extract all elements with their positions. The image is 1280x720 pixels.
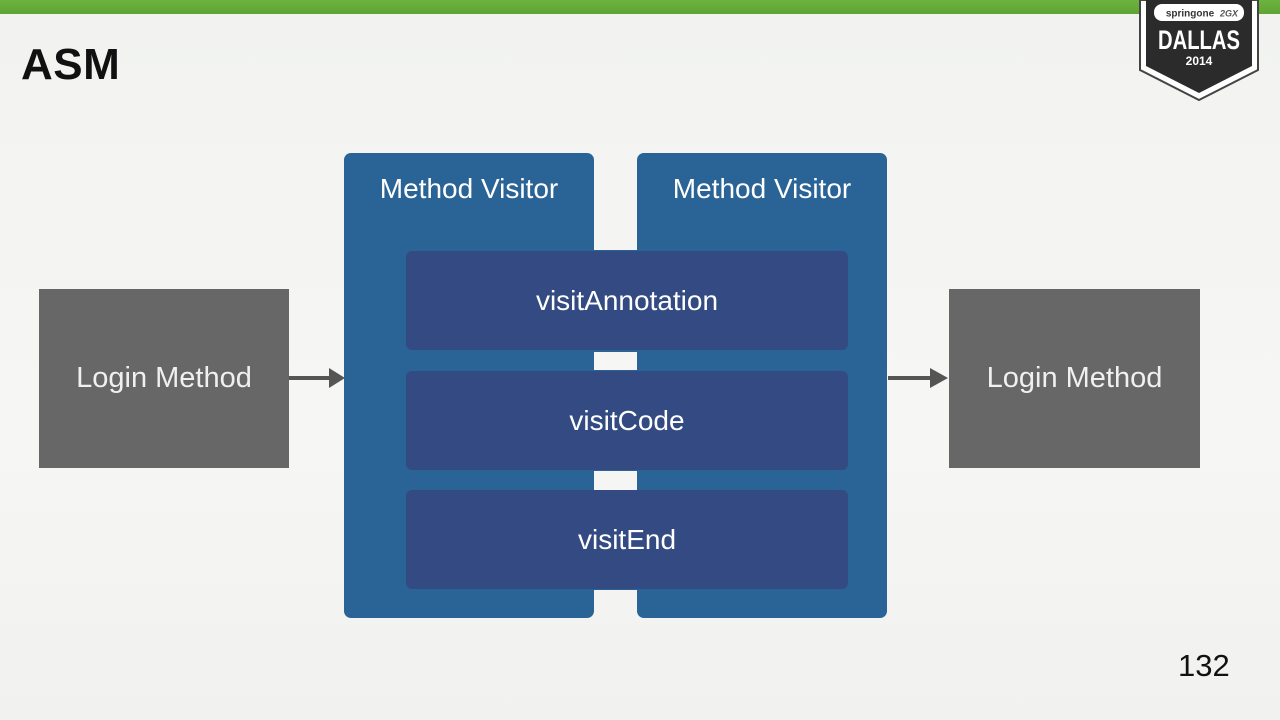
method-visitor-label-2: Method Visitor	[672, 173, 852, 204]
badge-city: DALLAS	[1158, 25, 1240, 55]
badge-brand: springone	[1166, 9, 1215, 20]
arrow-right-icon	[888, 368, 948, 388]
input-login-method-box: Login Method	[39, 289, 289, 468]
visit-annotation-box: visitAnnotation	[406, 251, 848, 350]
visit-code-box: visitCode	[406, 371, 848, 470]
arrow-right-icon	[289, 368, 345, 388]
visit-end-box: visitEnd	[406, 490, 848, 589]
output-login-method-label: Login Method	[986, 362, 1163, 394]
top-accent-bar	[0, 0, 1280, 14]
visit-end-label: visitEnd	[577, 523, 677, 555]
method-visitor-label-1: Method Visitor	[379, 173, 559, 204]
visit-code-label: visitCode	[569, 404, 685, 436]
output-login-method-box: Login Method	[949, 289, 1200, 468]
springone-dallas-logo: springone 2GX DALLAS 2014	[1138, 0, 1260, 102]
visit-annotation-label: visitAnnotation	[535, 284, 719, 316]
slide-title: ASM	[21, 40, 121, 89]
page-number: 132	[1178, 648, 1230, 683]
badge-year: 2014	[1186, 54, 1213, 68]
badge-tag: 2GX	[1219, 9, 1239, 19]
input-login-method-label: Login Method	[76, 362, 252, 394]
